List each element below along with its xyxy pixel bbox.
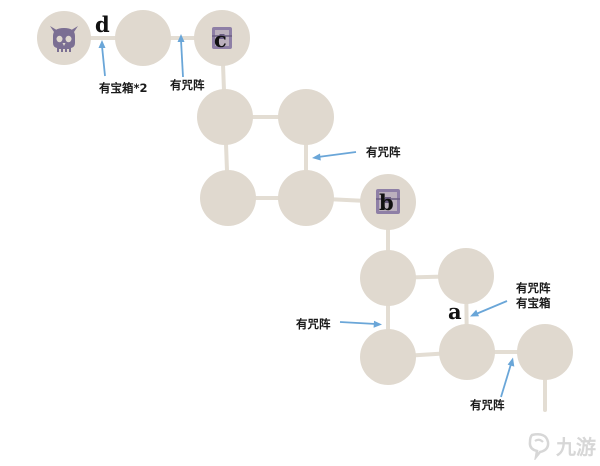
node-label-a: a	[448, 299, 462, 324]
node-label-c: c	[214, 27, 227, 52]
annotation-curse-bottom: 有咒阵	[470, 398, 505, 412]
arrow-curse-left	[339, 320, 382, 328]
jiuyou-logo-icon	[528, 433, 550, 460]
treasure-chest-icon	[212, 27, 232, 49]
demon-skull-icon	[50, 26, 78, 52]
room-node[interactable]	[197, 89, 253, 145]
room-node[interactable]	[360, 250, 416, 306]
node-label-b: b	[379, 190, 394, 215]
annotation-curse-top: 有咒阵	[170, 78, 205, 92]
arrow-chest-x2	[98, 40, 106, 77]
annotation-curse-chest-line2: 有宝箱	[516, 296, 551, 310]
arrow-curse-mid	[312, 151, 357, 161]
room-node[interactable]	[200, 170, 256, 226]
arrow-curse-top	[177, 34, 185, 78]
watermark-text: 九游	[556, 434, 596, 459]
treasure-chest-icon	[376, 189, 400, 214]
room-node-d[interactable]	[115, 10, 171, 66]
room-node[interactable]	[517, 324, 573, 380]
room-node-a[interactable]	[439, 324, 495, 380]
annotation-curse-mid: 有咒阵	[366, 145, 401, 159]
room-node[interactable]	[278, 89, 334, 145]
arrow-curse-chest	[470, 300, 508, 317]
room-node[interactable]	[360, 329, 416, 385]
node-label-d: d	[95, 12, 110, 37]
annotation-chest-x2: 有宝箱*2	[99, 81, 148, 95]
annotation-curse-chest-line1: 有咒阵	[516, 281, 551, 295]
watermark: 九游	[524, 430, 596, 460]
room-node[interactable]	[438, 248, 494, 304]
map-nodes	[37, 10, 573, 385]
annotation-curse-left: 有咒阵	[296, 317, 331, 331]
room-node[interactable]	[278, 170, 334, 226]
annotation-arrows	[98, 34, 515, 398]
arrow-curse-bottom	[500, 357, 515, 398]
